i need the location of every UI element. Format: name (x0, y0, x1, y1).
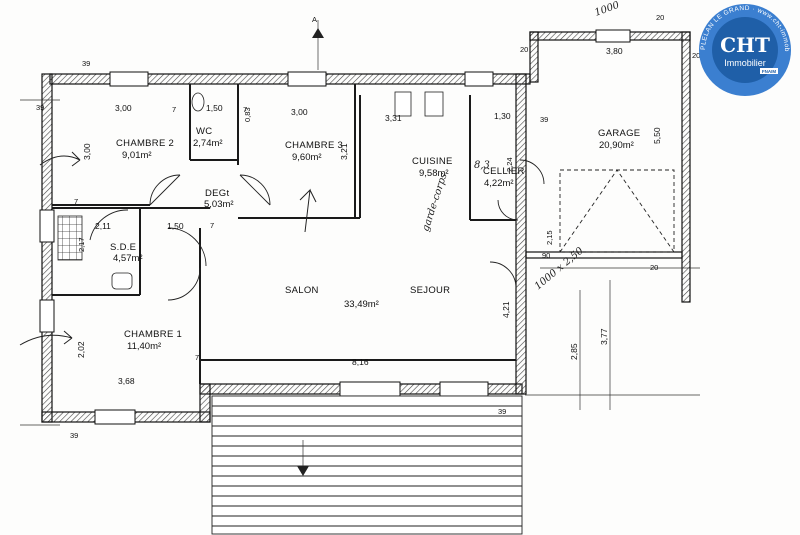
dim-sde-door: 1,50 (167, 221, 184, 231)
dim-ch1-depth: 2,02 (76, 341, 86, 358)
handwritten-arrow-left-2 (19, 330, 73, 346)
sejour-label: SEJOUR (410, 285, 450, 296)
chambre2-area: 9,01m² (122, 150, 152, 161)
degt-label: DEGt (205, 188, 229, 199)
dim-ch1-width: 3,68 (118, 376, 135, 386)
handwritten-rail: garde-corps (420, 172, 449, 233)
dim-cellier-width: 1,30 (494, 111, 511, 121)
dim-wall-20-d: 20 (650, 263, 658, 272)
door-swings (89, 159, 545, 301)
sde-label: S.D.E (110, 242, 136, 253)
interior-walls (52, 84, 516, 384)
dim-cellier-depth: 2,24 (505, 157, 514, 172)
dim-wall-7-e: 7 (195, 353, 199, 362)
degt-area: 5,03m² (204, 199, 234, 210)
dim-ch3-width: 3,00 (291, 107, 308, 117)
dimension-labels: 3,00 1,50 3,00 3,31 1,30 3,80 5,50 3,00 … (36, 13, 700, 440)
dim-wc-width: 1,50 (206, 103, 223, 113)
dim-ext-285: 2,85 (569, 343, 579, 360)
dim-wc-depth: 0,83 (243, 107, 252, 122)
garage-label: GARAGE (598, 128, 640, 139)
dimension-lines (20, 20, 700, 470)
dim-sde-depth: 2,17 (77, 237, 86, 252)
dim-wall-39-bottom: 39 (70, 431, 78, 440)
cuisine-label: CUISINE (412, 156, 453, 167)
logo-ring-text: PLELAN LE GRAND · www.cht-immobilier.com (0, 0, 790, 52)
cuisine-area: 9,58m² (419, 168, 449, 179)
logo-brand: CHT (720, 33, 770, 57)
sejour-area: 33,49m² (344, 299, 379, 310)
garage-area: 20,90m² (599, 140, 634, 151)
dim-garage-width: 3,80 (606, 46, 623, 56)
dim-salon-width: 8,16 (352, 357, 369, 367)
dim-cuisine-width: 3,31 (385, 113, 402, 123)
chambre3-label: CHAMBRE 3 (285, 140, 343, 151)
dim-wall-39-left: 39 (36, 103, 44, 112)
dim-sejour-depth: 4,21 (501, 301, 511, 318)
logo-disc (712, 17, 778, 83)
chambre2-label: CHAMBRE 2 (116, 138, 174, 149)
sde-area: 4,57m² (113, 253, 143, 264)
salon-label: SALON (285, 285, 319, 296)
cellier-area: 4,22m² (484, 178, 514, 189)
chambre3-area: 9,60m² (292, 152, 322, 163)
wc-area: 2,74m² (193, 138, 223, 149)
dim-garage-depth: 5,50 (652, 127, 662, 144)
dim-wall-39-top: 39 (82, 59, 90, 68)
handwritten-arrow-left (39, 151, 81, 167)
windows (39, 29, 631, 425)
logo-fnaim-badge (760, 68, 778, 74)
dim-ch3-depth: 3,21 (339, 143, 349, 160)
cellier-label: CELLIER (483, 166, 525, 177)
dim-wall-39-garage: 39 (540, 115, 548, 124)
logo-subtitle: Immobilier (724, 58, 766, 68)
bathroom-fixtures (57, 91, 444, 290)
dim-ch2-depth: 3,00 (82, 143, 92, 160)
wc-label: WC (196, 126, 212, 137)
dim-wall-20-c: 20 (692, 51, 700, 60)
dim-wall-39-right: 39 (498, 407, 506, 416)
logo-fnaim: FNAIM (762, 69, 776, 74)
section-mark-top: A (312, 15, 317, 24)
handwritten-arrow-up (299, 188, 317, 233)
dim-wall-20-a: 20 (520, 45, 528, 54)
dim-ext-377: 3,77 (599, 328, 609, 345)
garage-door (559, 169, 675, 253)
section-markers (297, 28, 324, 476)
chambre1-label: CHAMBRE 1 (124, 329, 182, 340)
chambre1-area: 11,40m² (127, 341, 161, 352)
dim-wall-7-b: 7 (243, 105, 247, 114)
dim-ext-90: 90 (542, 251, 550, 260)
terrace-deck (211, 395, 523, 535)
dim-wall-7-a: 7 (172, 105, 176, 114)
handwritten-cellier: 8,3 (474, 160, 490, 171)
room-labels: CHAMBRE 2 9,01m² WC 2,74m² CHAMBRE 3 9,6… (110, 126, 640, 352)
dim-ch2-width: 3,00 (115, 103, 132, 113)
dim-wall-20-b: 20 (656, 13, 664, 22)
dim-sde-width: 2,11 (95, 221, 111, 231)
dim-wall-7-c: 7 (74, 197, 78, 206)
handwritten-top: 1000 (593, 0, 621, 19)
dim-ext-215: 2,15 (545, 230, 554, 245)
dim-wall-7-d: 7 (210, 221, 214, 230)
